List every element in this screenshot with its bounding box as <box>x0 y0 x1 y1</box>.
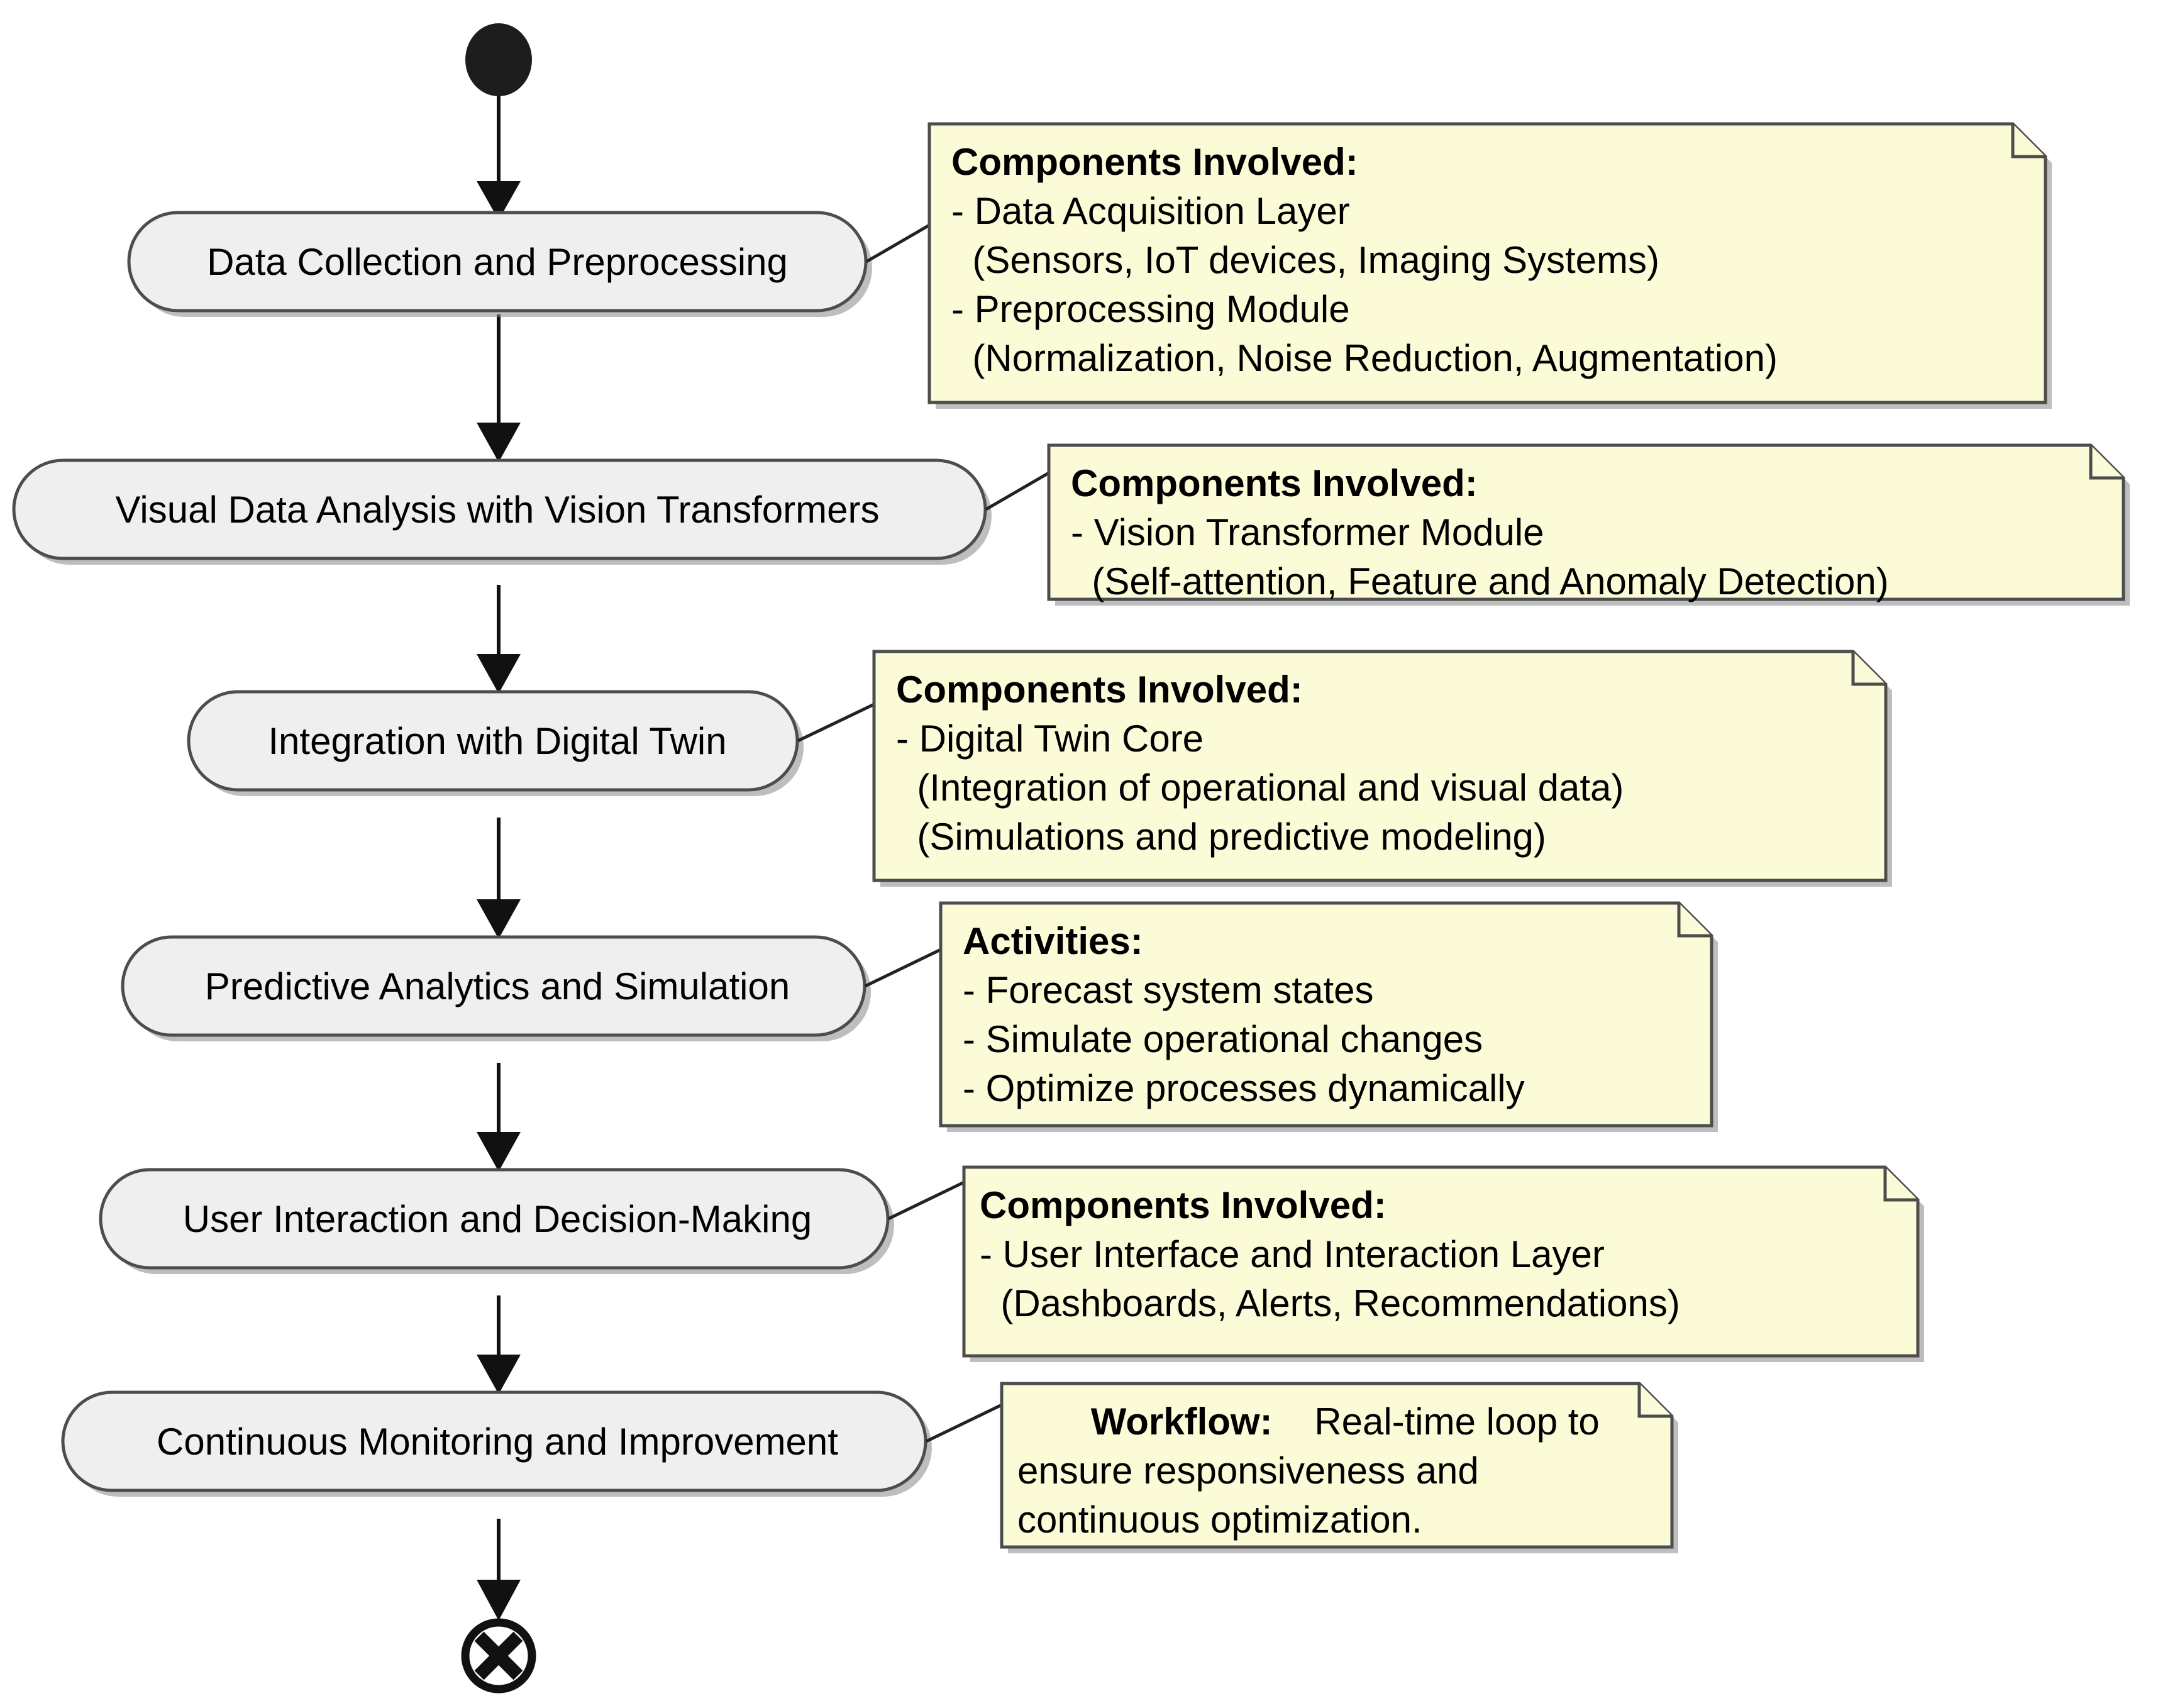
note-line-n3-1: (Integration of operational and visual d… <box>896 767 1624 809</box>
note-anchor-n6 <box>925 1402 1004 1478</box>
note-heading-n6: Workflow: <box>1091 1400 1273 1443</box>
activity-label-a2: Visual Data Analysis with Vision Transfo… <box>116 489 880 531</box>
flow-edges <box>477 94 521 1621</box>
activity-label-a6: Continuous Monitoring and Improvement <box>157 1421 838 1463</box>
note-line-n4-2: - Optimize processes dynamically <box>963 1067 1525 1109</box>
arrowhead-a4 <box>477 899 521 939</box>
note-line-n5-1: (Dashboards, Alerts, Recommendations) <box>980 1282 1680 1324</box>
activity-node-a2[interactable]: Visual Data Analysis with Vision Transfo… <box>12 458 992 565</box>
arrowhead-a1 <box>477 181 521 220</box>
note-line-n1-2: - Preprocessing Module <box>951 288 1350 330</box>
end-node-x-stroke-2 <box>474 1631 523 1680</box>
note-n3: Components Involved: - Digital Twin Core… <box>872 650 1892 887</box>
activity-node-a4[interactable]: Predictive Analytics and Simulation <box>121 935 871 1041</box>
note-heading-n2: Components Involved: <box>1071 462 1478 504</box>
note-heading-n1: Components Involved: <box>951 141 1358 183</box>
activity-label-a3: Integration with Digital Twin <box>268 720 726 762</box>
note-heading-n5: Components Involved: <box>980 1184 1386 1226</box>
activity-node-a1[interactable]: Data Collection and Preprocessing <box>127 211 872 317</box>
note-heading-n4: Activities: <box>963 920 1143 962</box>
note-n2: Components Involved: - Vision Transforme… <box>1047 443 2130 606</box>
flow-final-node[interactable] <box>461 1618 536 1694</box>
note-line-n5-0: - User Interface and Interaction Layer <box>980 1233 1605 1275</box>
activity-node-a5[interactable]: User Interaction and Decision-Making <box>99 1168 894 1274</box>
note-anchor-n3 <box>797 702 876 777</box>
note-line-n2-0: - Vision Transformer Module <box>1071 511 1544 553</box>
note-line-n6-0-rest: Real-time loop to <box>1273 1400 1600 1443</box>
note-anchor-n2 <box>985 470 1051 546</box>
note-line-n3-0: - Digital Twin Core <box>896 718 1204 760</box>
note-anchor-n5 <box>887 1180 966 1255</box>
note-line-n2-1: (Self-attention, Feature and Anomaly Det… <box>1071 560 1889 602</box>
note-n5: Components Involved: - User Interface an… <box>962 1165 1924 1362</box>
note-line-n3-2: (Simulations and predictive modeling) <box>896 816 1546 858</box>
arrowhead-a5 <box>477 1132 521 1172</box>
activity-label-a1: Data Collection and Preprocessing <box>207 241 788 283</box>
note-heading-n3: Components Involved: <box>896 668 1303 711</box>
note-line-n1-3: (Normalization, Noise Reduction, Augment… <box>951 337 1778 379</box>
note-n4: Activities: - Forecast system states - S… <box>939 901 1718 1132</box>
note-n1: Components Involved: - Data Acquisition … <box>927 122 2052 409</box>
note-line-n6-1: ensure responsiveness and <box>1017 1450 1479 1492</box>
arrowhead-end <box>477 1580 521 1621</box>
note-n6: Workflow: Real-time loop to ensure respo… <box>1000 1382 1678 1553</box>
arrowhead-a2 <box>477 423 521 462</box>
note-anchor-n1 <box>865 222 931 298</box>
activity-label-a5: User Interaction and Decision-Making <box>183 1198 812 1240</box>
activity-node-a3[interactable]: Integration with Digital Twin <box>187 690 804 796</box>
note-line-n6-2: continuous optimization. <box>1017 1499 1422 1541</box>
note-line-n1-1: (Sensors, IoT devices, Imaging Systems) <box>951 239 1659 281</box>
arrowhead-a3 <box>477 654 521 694</box>
activity-label-a4: Predictive Analytics and Simulation <box>205 965 790 1007</box>
note-anchor-n4 <box>864 947 943 1023</box>
note-line-n1-0: - Data Acquisition Layer <box>951 190 1350 232</box>
initial-node[interactable] <box>465 23 532 96</box>
note-line-n4-1: - Simulate operational changes <box>963 1018 1483 1060</box>
activity-node-a6[interactable]: Continuous Monitoring and Improvement <box>61 1390 932 1497</box>
note-line-n4-0: - Forecast system states <box>963 969 1374 1011</box>
arrowhead-a6 <box>477 1355 521 1394</box>
note-line-n6-0: Workflow: Real-time loop to <box>1017 1400 1652 1443</box>
